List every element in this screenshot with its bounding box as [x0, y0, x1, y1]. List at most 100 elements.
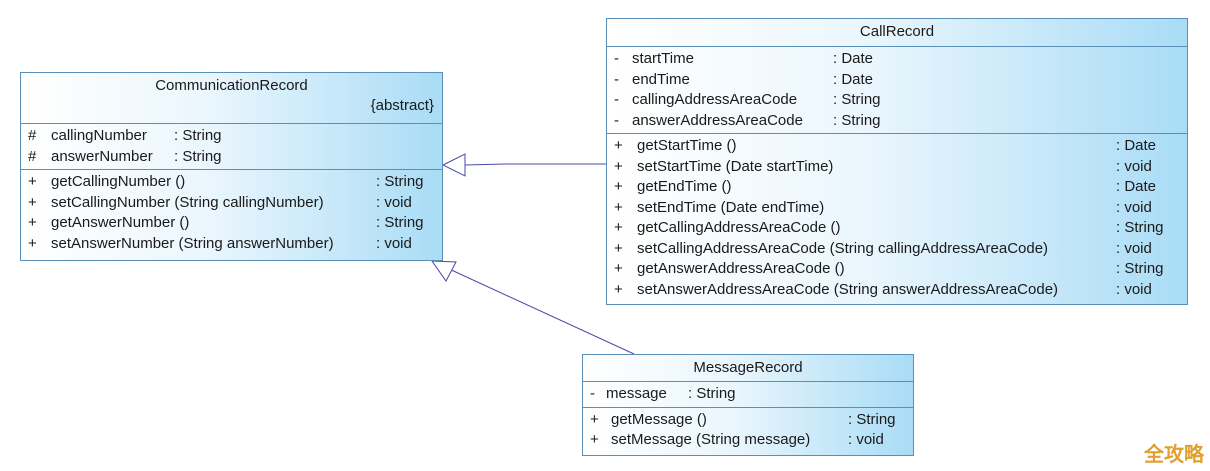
attribute-type: : Date — [833, 50, 874, 67]
operation-return-type: : String — [376, 214, 424, 231]
attribute-type: : Date — [833, 70, 874, 88]
attribute-name: answerAddressAreaCode — [632, 111, 803, 129]
attribute-row: - callingAddressAreaCode : String — [607, 90, 1187, 111]
operation-row: + getAnswerAddressAreaCode () : String — [607, 259, 1187, 280]
attribute-type: : String — [174, 147, 222, 165]
operation-name: setMessage (String message) — [611, 431, 811, 448]
visibility-marker: + — [614, 178, 623, 195]
visibility-marker: - — [614, 91, 619, 108]
visibility-marker: + — [28, 234, 37, 252]
attributes-section: - message : String — [583, 382, 913, 408]
visibility-marker: - — [590, 385, 595, 402]
class-name: CommunicationRecord — [155, 77, 308, 94]
visibility-marker: + — [614, 137, 623, 154]
operation-row: + getCallingAddressAreaCode () : String — [607, 218, 1187, 239]
visibility-marker: + — [614, 219, 623, 236]
operation-return-type: : String — [376, 173, 424, 190]
stereotype-label: {abstract} — [370, 97, 434, 114]
class-call-record[interactable]: CallRecord - startTime : Date - endTime … — [606, 18, 1188, 305]
visibility-marker: # — [28, 147, 37, 165]
operation-return-type: : void — [1116, 239, 1152, 257]
class-communication-record[interactable]: CommunicationRecord {abstract} # calling… — [20, 72, 443, 261]
attribute-type: : String — [688, 385, 736, 402]
class-name: MessageRecord — [693, 359, 803, 376]
operation-return-type: : Date — [1116, 178, 1157, 195]
attribute-name: answerNumber — [51, 147, 153, 165]
attribute-row: # answerNumber : String — [21, 147, 442, 168]
attributes-section: - startTime : Date - endTime : Date - ca… — [607, 47, 1187, 134]
visibility-marker: + — [28, 193, 37, 211]
operation-row: + setCallingNumber (String callingNumber… — [21, 193, 442, 214]
operations-section: + getCallingNumber () : String + setCall… — [21, 170, 442, 256]
operation-name: getMessage () — [611, 410, 707, 428]
operation-return-type: : String — [848, 410, 896, 428]
operation-return-type: : void — [848, 431, 884, 448]
operation-return-type: : void — [1116, 198, 1152, 216]
attribute-name: callingNumber — [51, 127, 147, 144]
attribute-name: callingAddressAreaCode — [632, 91, 798, 108]
operation-return-type: : void — [376, 193, 412, 211]
operation-return-type: : void — [1116, 157, 1152, 175]
class-header: CallRecord — [607, 19, 1187, 47]
class-header: CommunicationRecord {abstract} — [21, 73, 442, 124]
class-name: CallRecord — [859, 23, 935, 40]
operation-return-type: : void — [376, 234, 412, 252]
operation-name: getAnswerNumber () — [51, 214, 190, 231]
operation-name: setAnswerAddressAreaCode (String answerA… — [637, 280, 1059, 298]
class-header: MessageRecord — [583, 355, 913, 382]
operations-section: + getStartTime () : Date + setStartTime … — [607, 134, 1187, 302]
operation-row: + setEndTime (Date endTime) : void — [607, 198, 1187, 219]
visibility-marker: + — [28, 173, 37, 190]
class-message-record[interactable]: MessageRecord - message : String + getMe… — [582, 354, 914, 456]
visibility-marker: - — [614, 70, 619, 88]
operation-row: + setAnswerAddressAreaCode (String answe… — [607, 280, 1187, 301]
operation-row: + setMessage (String message) : void — [583, 430, 913, 451]
operation-row: + getCallingNumber () : String — [21, 172, 442, 193]
visibility-marker: + — [28, 214, 37, 231]
operation-row: + getStartTime () : Date — [607, 136, 1187, 157]
operation-row: + getEndTime () : Date — [607, 177, 1187, 198]
operation-name: getAnswerAddressAreaCode () — [637, 260, 845, 277]
attribute-row: - answerAddressAreaCode : String — [607, 111, 1187, 132]
operation-row: + getMessage () : String — [583, 410, 913, 431]
visibility-marker: + — [590, 431, 599, 448]
attribute-name: startTime — [632, 50, 694, 67]
operation-name: getEndTime () — [637, 178, 732, 195]
operation-return-type: : Date — [1116, 137, 1157, 154]
operation-name: setCallingAddressAreaCode (String callin… — [637, 239, 1049, 257]
operation-row: + getAnswerNumber () : String — [21, 213, 442, 234]
visibility-marker: - — [614, 50, 619, 67]
visibility-marker: + — [614, 260, 623, 277]
visibility-marker: + — [614, 280, 623, 298]
attribute-type: : String — [174, 127, 222, 144]
operation-return-type: : String — [1116, 219, 1164, 236]
operation-row: + setAnswerNumber (String answerNumber) … — [21, 234, 442, 255]
attribute-row: - startTime : Date — [607, 49, 1187, 70]
attribute-type: : String — [833, 91, 881, 108]
visibility-marker: + — [614, 157, 623, 175]
operation-return-type: : String — [1116, 260, 1164, 277]
operation-name: getCallingNumber () — [51, 173, 186, 190]
attribute-type: : String — [833, 111, 881, 129]
operation-name: setCallingNumber (String callingNumber) — [51, 193, 324, 211]
visibility-marker: + — [590, 410, 599, 428]
attribute-row: # callingNumber : String — [21, 126, 442, 147]
operation-name: setAnswerNumber (String answerNumber) — [51, 234, 334, 252]
callrecord-generalization-line — [464, 163, 606, 166]
operation-return-type: : void — [1116, 280, 1152, 298]
attribute-row: - message : String — [583, 384, 913, 405]
attribute-name: message — [606, 385, 667, 402]
operation-row: + setCallingAddressAreaCode (String call… — [607, 239, 1187, 260]
attributes-section: # callingNumber : String # answerNumber … — [21, 124, 442, 170]
operation-name: getCallingAddressAreaCode () — [637, 219, 841, 236]
operation-name: setStartTime (Date startTime) — [637, 157, 834, 175]
messagerecord-generalization-arrowhead — [431, 260, 457, 282]
watermark-logo: 全攻略 — [1144, 442, 1204, 466]
visibility-marker: - — [614, 111, 619, 129]
attribute-name: endTime — [632, 70, 690, 88]
operation-name: setEndTime (Date endTime) — [637, 198, 825, 216]
callrecord-generalization-arrowhead — [441, 153, 466, 177]
visibility-marker: + — [614, 198, 623, 216]
attribute-row: - endTime : Date — [607, 70, 1187, 91]
visibility-marker: + — [614, 239, 623, 257]
